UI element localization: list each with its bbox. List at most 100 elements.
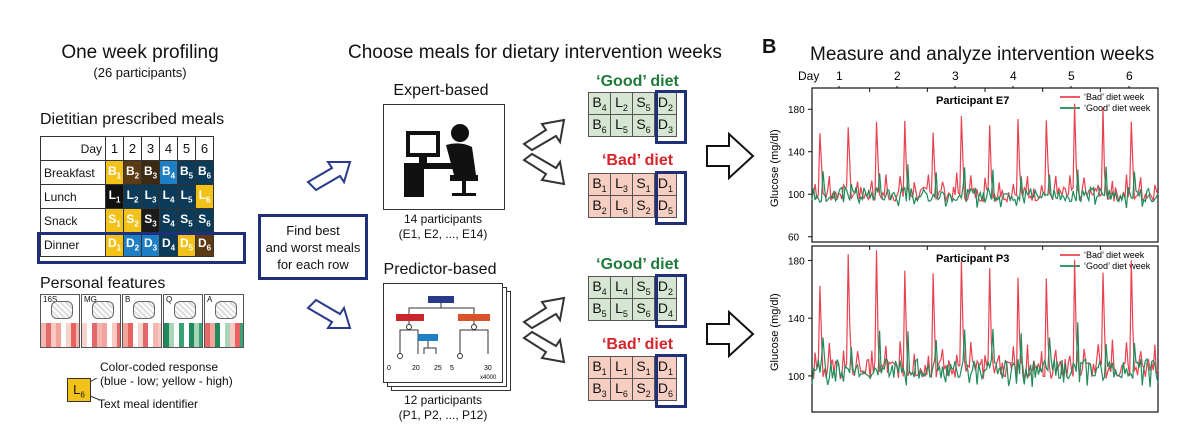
- meal-cell: S4: [159, 208, 178, 233]
- feature-stripe: [189, 323, 194, 347]
- find-line-1: Find best: [286, 223, 340, 238]
- feature-stripe: [138, 323, 143, 347]
- feature-stripe: [46, 323, 51, 347]
- y-tick-label: 180: [788, 256, 805, 267]
- profiling-subtitle: (26 participants): [93, 65, 187, 80]
- diet-meal-cell: L4: [610, 276, 633, 299]
- choose-meals-title: Choose meals for dietary intervention we…: [348, 42, 722, 63]
- arrow-to-pred-bad-icon: [522, 330, 566, 364]
- y-tick-label: 100: [788, 190, 805, 201]
- y-tick-label: 140: [788, 148, 805, 159]
- feature-column-q: Q: [163, 294, 203, 348]
- grid-row-label: Dinner: [40, 232, 106, 257]
- feature-stripe: [133, 323, 138, 347]
- meal-cell: B5: [177, 160, 196, 185]
- predictor-participant-count: 12 participants: [403, 393, 483, 407]
- feature-stripe: [164, 323, 169, 347]
- predictor-bad-label: ‘Bad’ diet: [601, 336, 674, 353]
- meal-cell: L2: [123, 184, 142, 209]
- expert-person-icon: [404, 124, 478, 197]
- chart-frame: [811, 245, 1159, 413]
- feature-stripe: [123, 323, 128, 347]
- y-axis-label: Glucose (mg/dl): [769, 129, 781, 207]
- y-tick-label: 180: [788, 105, 805, 116]
- meal-cell: D4: [159, 232, 178, 257]
- diet-meal-cell: S1: [632, 173, 655, 196]
- dinner-row-highlight: [37, 232, 246, 264]
- feature-stripe: [143, 323, 148, 347]
- feature-stripe: [153, 323, 158, 347]
- feature-stripe: [179, 323, 184, 347]
- diet-meal-cell: L2: [610, 92, 633, 115]
- meal-cell: B6: [195, 160, 214, 185]
- glucose-series-line: [811, 322, 1159, 388]
- feature-stripe: [82, 323, 87, 347]
- feature-label: MG: [84, 295, 97, 304]
- day-tick-label: 1: [836, 69, 843, 83]
- meal-cell: B4: [159, 160, 178, 185]
- tree-label-2: 25: [434, 365, 442, 372]
- arrow-up-icon: [306, 161, 352, 192]
- feature-stripe: [230, 323, 235, 347]
- arrows-to-diets: [522, 118, 566, 364]
- profiling-title: One week profiling: [61, 42, 219, 63]
- legend-color-coded: Color-coded response: [100, 360, 219, 374]
- day-tick-label: 6: [1126, 69, 1133, 83]
- meal-cell: L6: [195, 184, 214, 209]
- feature-stripe: [215, 323, 220, 347]
- feature-stripe: [51, 323, 56, 347]
- tree-label-3: 5: [450, 365, 454, 372]
- legend-entry: ‘Bad’ diet week: [1084, 92, 1145, 102]
- arrow-to-pred-good-icon: [522, 296, 566, 330]
- feature-stripe: [158, 323, 161, 347]
- feature-label: Q: [166, 295, 173, 304]
- feature-column-a: A: [204, 294, 244, 348]
- predictor-good-dinner-highlight: [655, 274, 687, 328]
- feature-stripe: [107, 323, 112, 347]
- tree-label-1: 20: [412, 365, 420, 372]
- meal-cell: L4: [159, 184, 178, 209]
- grid-day-6: 6: [195, 136, 214, 161]
- meal-cell: S6: [195, 208, 214, 233]
- diet-meal-cell: B4: [588, 92, 611, 115]
- predictor-participant-ids: (P1, P2, ..., P12): [398, 408, 488, 422]
- diet-meal-cell: S5: [632, 92, 655, 115]
- diet-meal-cell: D4: [654, 298, 677, 321]
- feature-stripe: [194, 323, 199, 347]
- y-tick-label: 60: [788, 233, 800, 244]
- day-tick-label: 4: [1010, 69, 1017, 83]
- diet-meal-cell: B2: [588, 195, 611, 218]
- feature-column-mg: MG: [81, 294, 121, 348]
- panel-b-letter: B: [762, 36, 777, 58]
- prescribed-meals-title: Dietitian prescribed meals: [40, 111, 225, 128]
- diet-meal-cell: S6: [632, 298, 655, 321]
- feature-stripe: [102, 323, 107, 347]
- grid-day-5: 5: [177, 136, 196, 161]
- diet-meal-cell: D3: [654, 114, 677, 137]
- diet-meal-cell: L6: [610, 195, 633, 218]
- predictor-good-label: ‘Good’ diet: [596, 256, 679, 273]
- arrow-down-icon: [306, 298, 352, 329]
- tree-label-4: 30: [484, 365, 492, 372]
- arrows-to-charts: [706, 131, 755, 359]
- feature-stripe: [117, 323, 120, 347]
- grid-day-2: 2: [123, 136, 142, 161]
- meal-cell: B3: [141, 160, 160, 185]
- meal-cell: B1: [105, 160, 124, 185]
- feature-stripe: [87, 323, 92, 347]
- diet-meal-cell: B3: [588, 378, 611, 401]
- diet-meal-cell: L5: [610, 114, 633, 137]
- grid-day-4: 4: [159, 136, 178, 161]
- feature-stripe: [240, 323, 243, 347]
- grid-day-3: 3: [141, 136, 160, 161]
- diet-meal-cell: D2: [654, 276, 677, 299]
- meal-cell: S2: [123, 208, 142, 233]
- arrows-into-methods: [306, 161, 352, 329]
- feature-stripe: [66, 323, 71, 347]
- meal-cell: L5: [177, 184, 196, 209]
